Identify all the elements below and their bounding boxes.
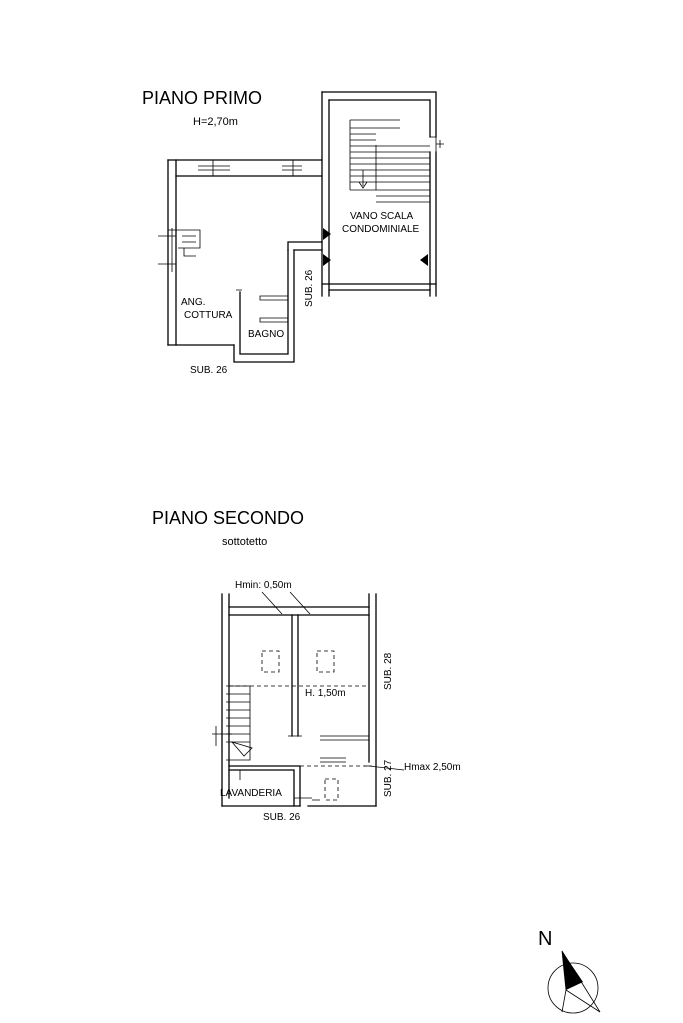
laundry-label: LAVANDERIA xyxy=(220,788,282,799)
first-floor-walls xyxy=(158,91,444,363)
bathroom-label: BAGNO xyxy=(248,329,284,340)
first-floor-sub-vertical: SUB. 26 xyxy=(304,269,315,307)
hmin-label: Hmin: 0,50m xyxy=(235,580,292,591)
second-floor-subtitle: sottotetto xyxy=(222,536,267,548)
kitchen-label-line1: ANG. xyxy=(181,297,205,308)
first-floor-sub-bottom: SUB. 26 xyxy=(190,365,228,376)
sub-28-label: SUB. 28 xyxy=(383,652,394,690)
first-floor-plan: PIANO PRIMO H=2,70m xyxy=(142,88,444,376)
north-label: N xyxy=(538,928,552,950)
second-floor-title: PIANO SECONDO xyxy=(152,508,304,528)
hmid-label: H. 1,50m xyxy=(305,688,346,699)
stairwell-label-line2: CONDOMINIALE xyxy=(342,224,420,235)
hmax-label: Hmax 2,50m xyxy=(404,762,461,773)
first-floor-title: PIANO PRIMO xyxy=(142,88,262,108)
sub-27-label: SUB. 27 xyxy=(383,759,394,797)
north-compass-icon: N xyxy=(538,928,601,1014)
first-floor-height-label: H=2,70m xyxy=(193,116,238,128)
first-floor-labels: VANO SCALA CONDOMINIALE ANG. COTTURA BAG… xyxy=(181,211,420,376)
second-floor-labels: Hmin: 0,50m H. 1,50m Hmax 2,50m LAVANDER… xyxy=(220,580,461,823)
kitchen-label-line2: COTTURA xyxy=(184,310,233,321)
stairwell-label-line1: VANO SCALA xyxy=(350,211,413,222)
second-floor-walls xyxy=(212,591,405,807)
second-floor-plan: PIANO SECONDO sottotetto xyxy=(152,508,461,823)
second-floor-sub-bottom: SUB. 26 xyxy=(263,812,301,823)
